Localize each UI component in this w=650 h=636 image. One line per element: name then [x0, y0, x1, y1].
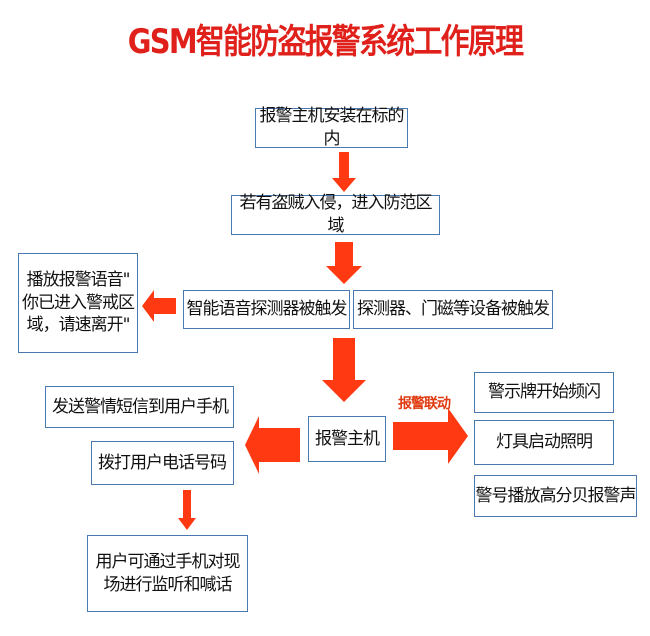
node-monitor: 用户可通过手机对现 场进行监听和喊话	[87, 535, 248, 612]
voice-msg-line: 你已进入警戒区	[22, 292, 135, 313]
arrow-down-2	[326, 242, 362, 284]
arrow-down-3	[322, 338, 366, 402]
monitor-line: 场进行监听和喊话	[103, 574, 233, 595]
node-voice-msg: 播放报警语音" 你已进入警戒区 域，请速离开"	[18, 253, 138, 353]
voice-msg-line: 播放报警语音"	[26, 269, 131, 290]
diagram-title: GSM智能防盗报警系统工作原理	[127, 22, 524, 62]
arrow-left-host	[245, 416, 300, 474]
arrow-down-call	[178, 490, 196, 530]
arrow-down-1	[332, 152, 356, 192]
node-host: 报警主机	[308, 416, 386, 462]
arrow-left-voice	[142, 290, 176, 322]
node-call: 拨打用户电话号码	[91, 441, 234, 485]
arrow-right-host	[393, 408, 468, 464]
node-intrude: 若有盗贼入侵，进入防范区域	[231, 193, 440, 236]
node-sms: 发送警情短信到用户手机	[45, 386, 234, 428]
node-light: 灯具启动照明	[474, 420, 614, 465]
node-detector: 探测器、门磁等设备被触发	[353, 290, 553, 329]
node-siren: 警号播放高分贝报警声	[474, 475, 637, 517]
node-install: 报警主机安装在标的内	[255, 106, 408, 149]
monitor-line: 用户可通过手机对现	[95, 551, 241, 572]
voice-msg-line: 域，请速离开"	[26, 315, 131, 336]
linkage-label: 报警联动	[398, 396, 451, 412]
node-sign: 警示牌开始频闪	[474, 372, 614, 413]
node-voice-detector: 智能语音探测器被触发	[183, 290, 350, 329]
